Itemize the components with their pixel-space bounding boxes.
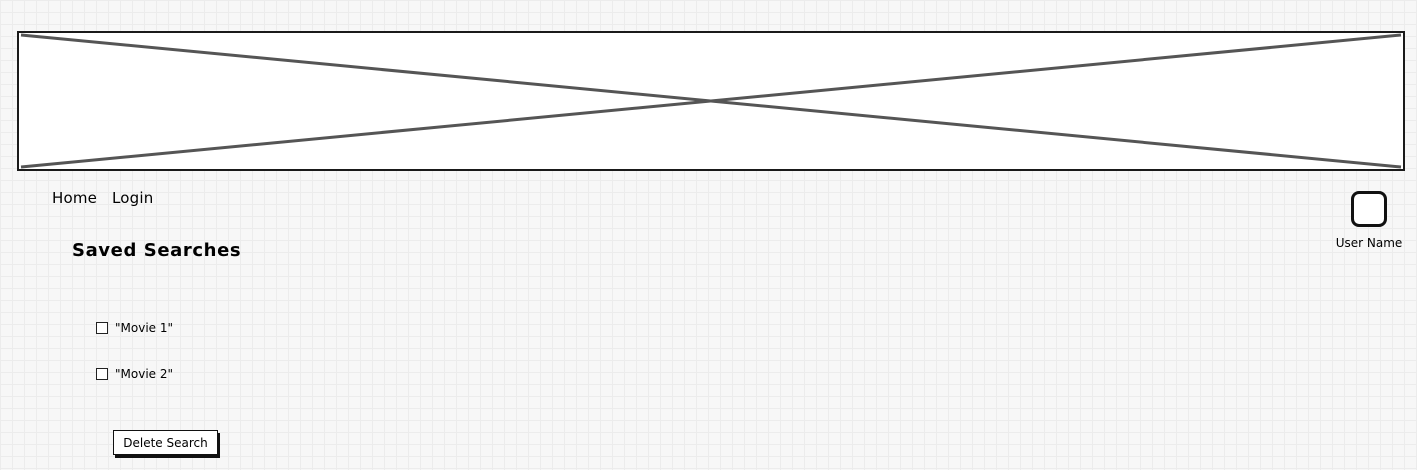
saved-search-label-2: "Movie 2" [115,367,174,381]
delete-search-button[interactable]: Delete Search [113,430,218,455]
user-name-label: User Name [1335,236,1403,250]
saved-search-checkbox-1[interactable] [96,322,108,334]
saved-search-label-1: "Movie 1" [115,321,174,335]
image-placeholder-icon [20,33,1402,169]
saved-search-item-2[interactable]: "Movie 2" [96,366,173,382]
saved-search-item-1[interactable]: "Movie 1" [96,320,173,336]
banner-image-placeholder [17,31,1405,171]
page-title: Saved Searches [72,240,242,261]
avatar-placeholder-icon[interactable] [1351,191,1387,227]
saved-search-checkbox-2[interactable] [96,368,108,380]
nav-login-link[interactable]: Login [112,189,154,207]
nav-home-link[interactable]: Home [52,189,98,207]
